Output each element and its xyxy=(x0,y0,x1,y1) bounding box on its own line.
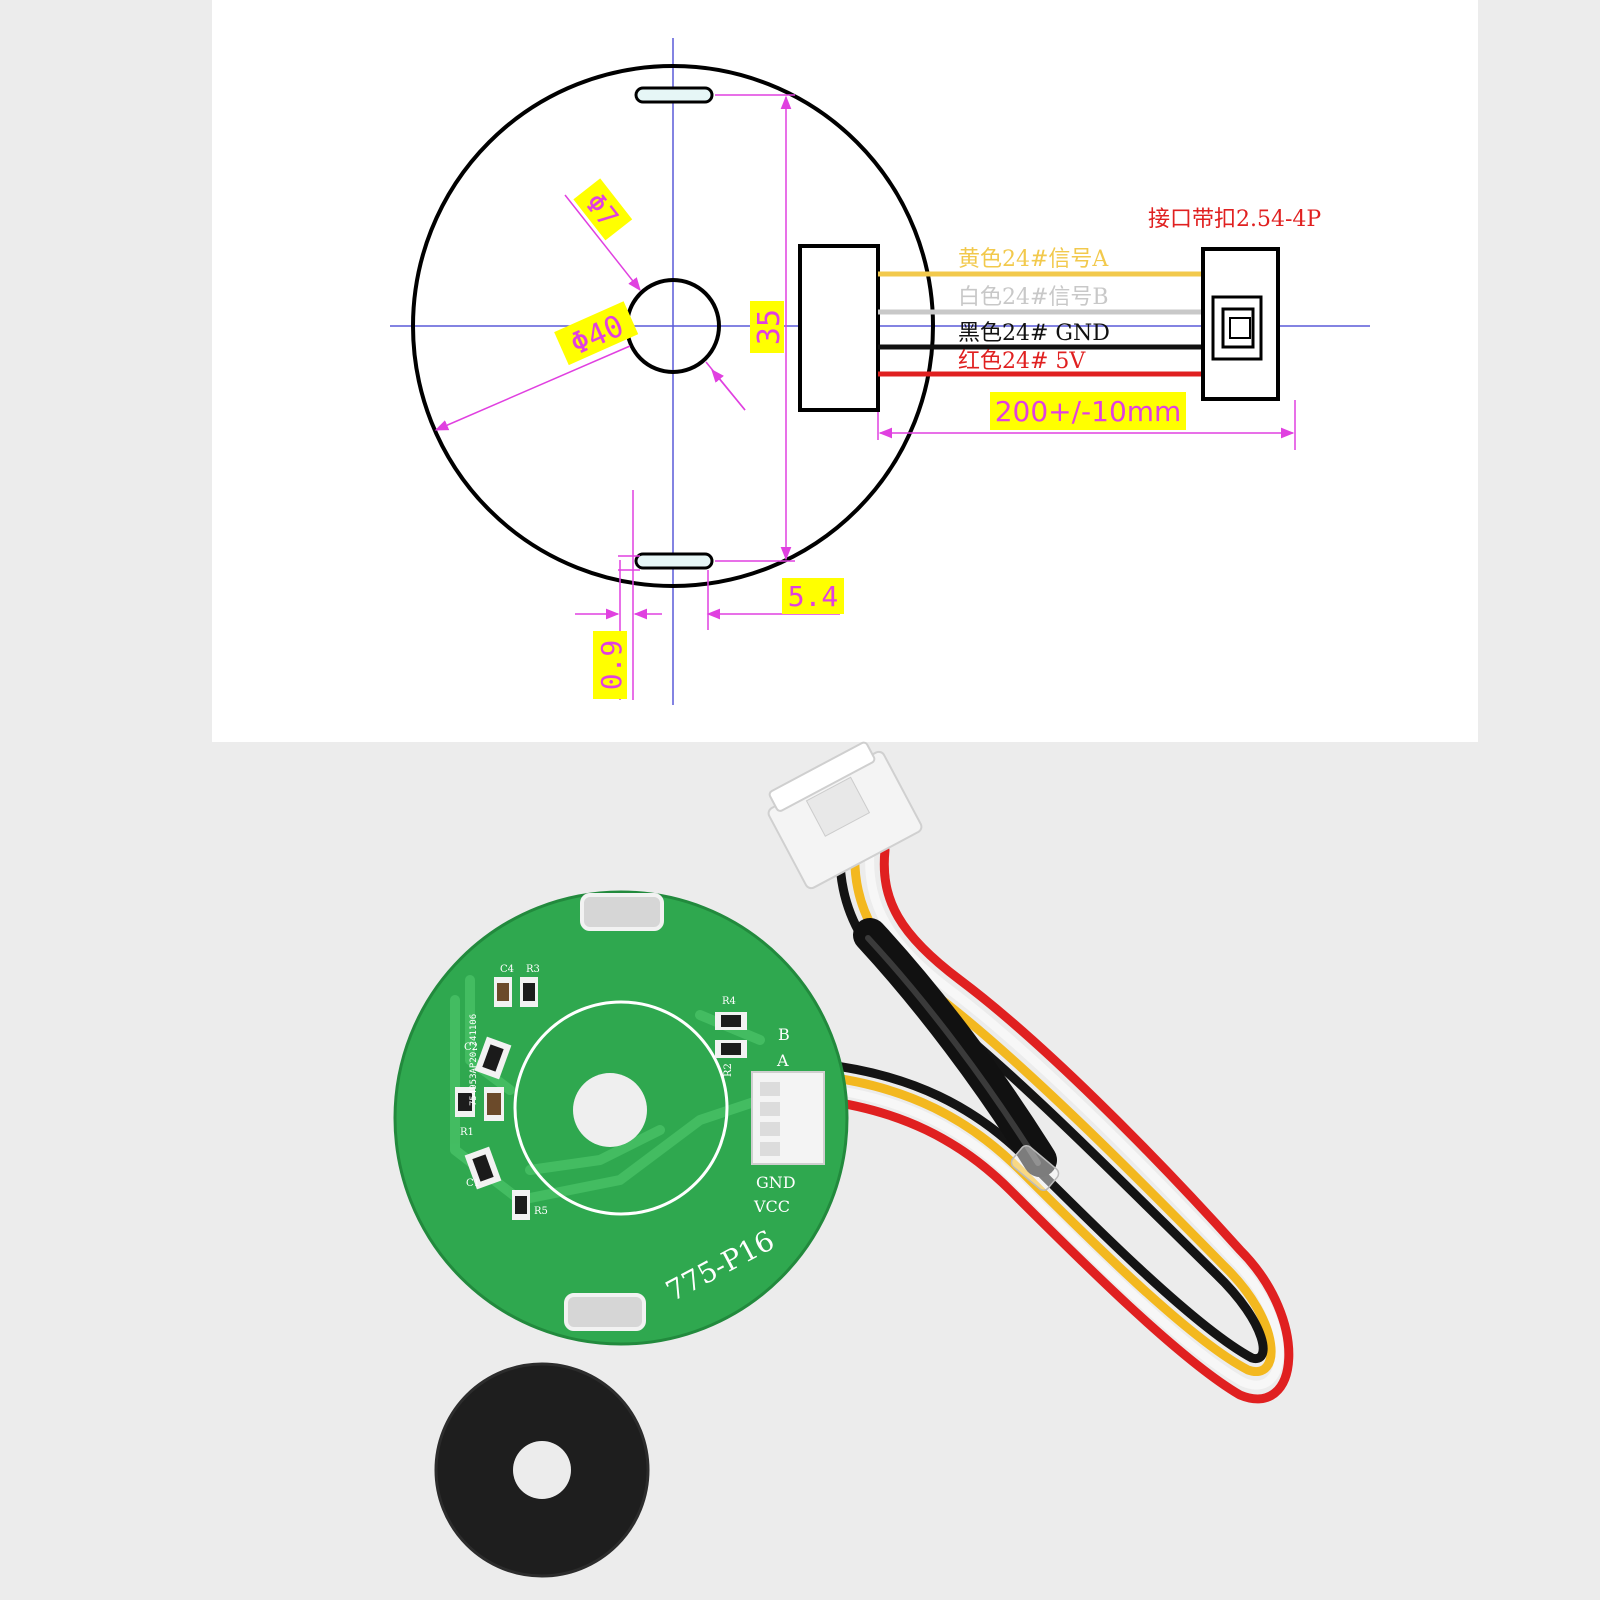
dim-35: 35 xyxy=(750,301,787,353)
designator-r2: R2 xyxy=(723,1063,734,1077)
pcb-board: B A GND VCC 775-P16 754953AP20-241106 R4… xyxy=(393,890,849,1346)
wire-label-white: 白色24#信号B xyxy=(958,285,1109,310)
designator-c2: C2 xyxy=(464,1042,478,1053)
designator-r1: R1 xyxy=(460,1127,474,1138)
product-photo: B A GND VCC 775-P16 754953AP20-241106 R4… xyxy=(393,741,1294,1578)
wire-harness-photo xyxy=(815,845,1294,1404)
board-outline xyxy=(411,64,935,588)
magnet-ring-outline xyxy=(513,1000,729,1216)
pcb-bottom-slot xyxy=(564,1293,646,1331)
designator-r5: R5 xyxy=(534,1206,548,1217)
jst-connector-photo xyxy=(767,741,923,890)
board-connector-block xyxy=(798,244,880,412)
designator-r3: R3 xyxy=(526,964,540,975)
bottom-mounting-slot xyxy=(634,552,714,570)
designator-c4: C4 xyxy=(500,964,514,975)
wire-label-black: 黑色24# GND xyxy=(958,321,1110,346)
pcb-top-slot xyxy=(580,893,664,931)
pcb-center-hole xyxy=(573,1073,647,1147)
svg-text:35: 35 xyxy=(752,309,787,345)
svg-text:0.9: 0.9 xyxy=(595,640,628,691)
pin-label-vcc: VCC xyxy=(753,1197,790,1216)
wire-label-yellow: 黄色24#信号A xyxy=(958,247,1109,272)
wire-label-red: 红色24# 5V xyxy=(958,349,1086,374)
board-serial: 754953AP20-241106 xyxy=(469,1014,479,1106)
smd-components xyxy=(455,977,747,1220)
designator-r4: R4 xyxy=(722,996,736,1007)
pin-label-gnd: GND xyxy=(756,1173,796,1192)
designator-c1: C1 xyxy=(466,1178,480,1189)
pcb-header-connector xyxy=(751,1071,825,1165)
dim-length: 200+/-10mm xyxy=(990,392,1186,430)
ring-magnet xyxy=(434,1362,650,1578)
jst-connector-drawing xyxy=(1201,247,1280,401)
pin-label-b: B xyxy=(778,1025,790,1044)
dim-5-4: 5.4 xyxy=(782,578,844,614)
wire-harness-drawing xyxy=(878,271,1203,377)
svg-text:5.4: 5.4 xyxy=(788,580,839,613)
svg-text:200+/-10mm: 200+/-10mm xyxy=(995,395,1182,428)
connector-label: 接口带扣2.54-4P xyxy=(1148,207,1321,232)
dim-0-9: 0.9 xyxy=(593,631,628,699)
top-mounting-slot xyxy=(634,86,714,104)
pin-label-a: A xyxy=(776,1051,789,1070)
dimension-lines xyxy=(434,94,1296,700)
